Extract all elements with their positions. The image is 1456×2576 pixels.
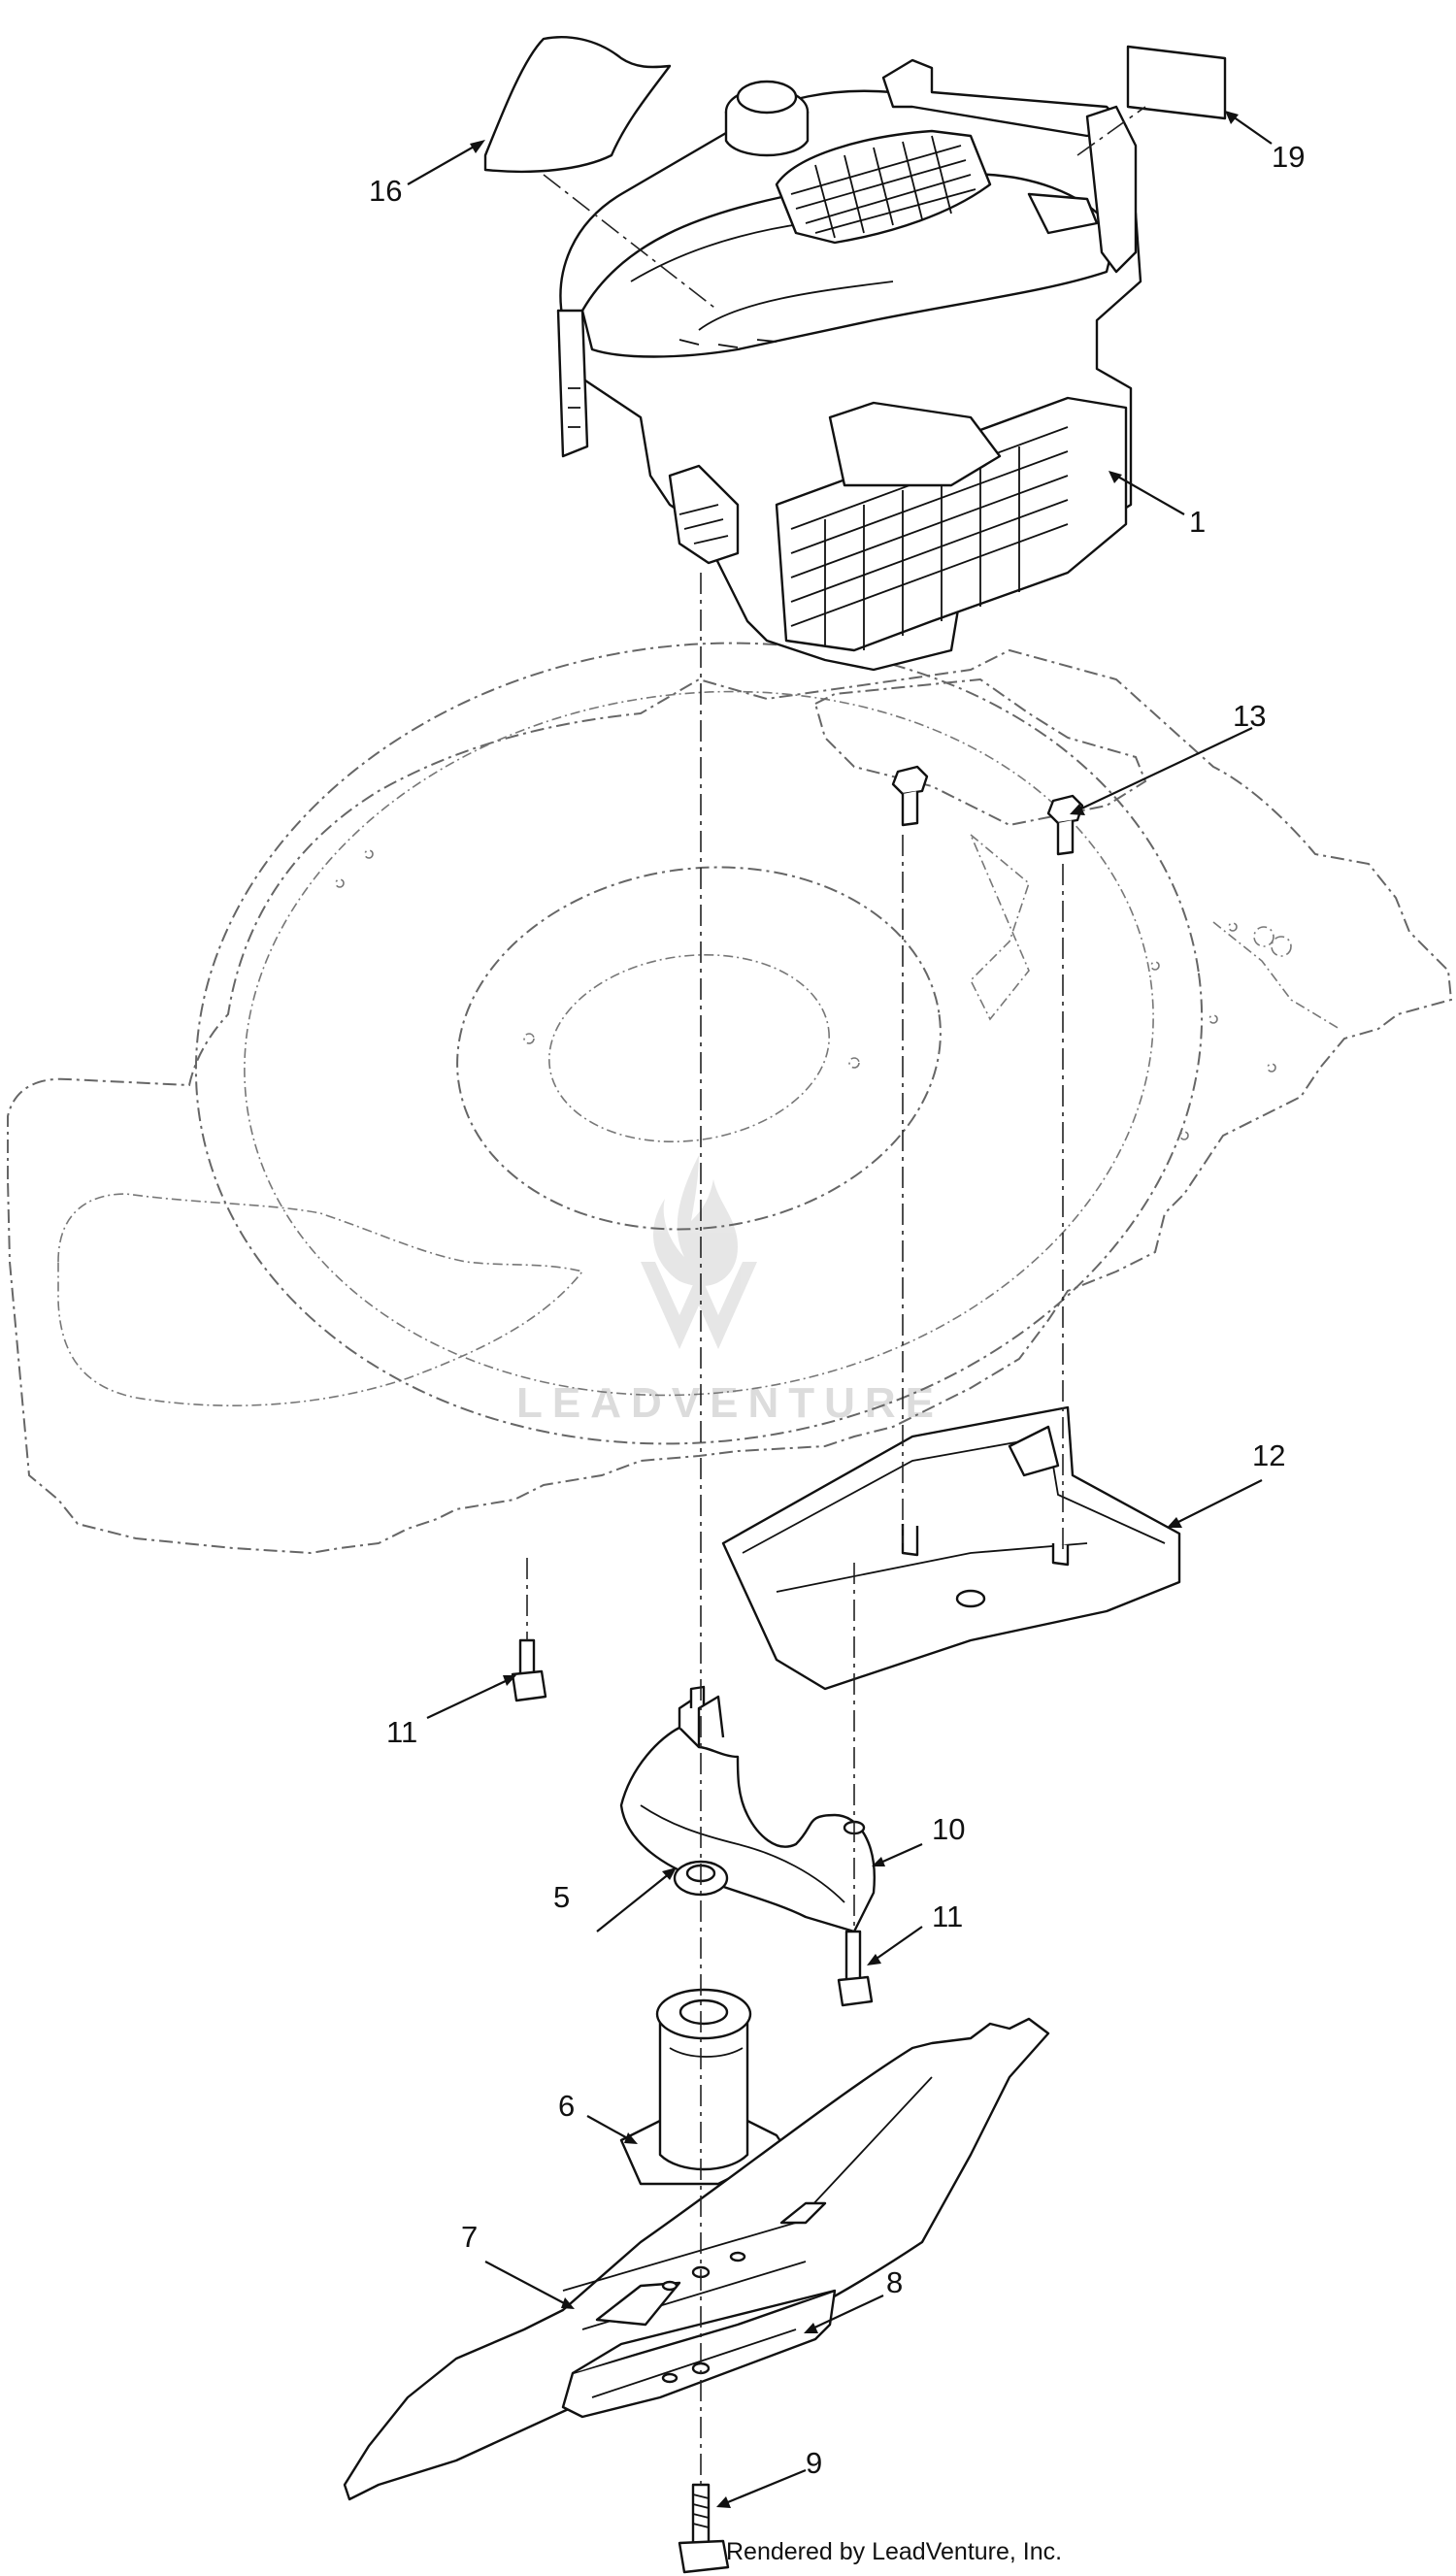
callout-11-right: 11 — [932, 1899, 963, 1933]
leadventure-watermark: LEADVENTURE — [516, 1155, 943, 1427]
callout-6: 6 — [558, 2089, 575, 2123]
callout-13: 13 — [1233, 699, 1266, 733]
leader-lines — [407, 111, 1273, 2508]
blade-retainer-8 — [561, 2289, 837, 2419]
callout-10: 10 — [932, 1812, 965, 1846]
callout-7: 7 — [461, 2220, 478, 2254]
callout-12: 12 — [1252, 1438, 1285, 1472]
callout-1: 1 — [1189, 505, 1206, 539]
blade-bolt-9 — [678, 2483, 730, 2574]
callout-19: 19 — [1272, 140, 1305, 174]
engine-assembly — [556, 58, 1142, 672]
bolt-11-left — [511, 1638, 547, 1702]
callout-11-left: 11 — [386, 1715, 417, 1749]
render-credit: Rendered by LeadVenture, Inc. — [726, 2538, 1062, 2565]
blade-adapter-6 — [619, 1988, 788, 2186]
callout-8: 8 — [886, 2265, 903, 2299]
callout-16: 16 — [369, 174, 402, 208]
mower-deck-outline — [7, 642, 1453, 1555]
bracket-10 — [619, 1685, 876, 1933]
decal-16 — [483, 36, 672, 174]
bolt-11-right — [837, 1930, 874, 2007]
bolts-13 — [891, 765, 1084, 856]
assembly-centerlines — [526, 106, 1146, 2485]
baffle-12 — [721, 1405, 1181, 1691]
callout-5: 5 — [553, 1880, 570, 1914]
callout-9: 9 — [806, 2446, 822, 2480]
callout-labels: 16 19 1 13 12 11 10 11 5 6 7 8 9 — [369, 140, 1305, 2480]
watermark-text: LEADVENTURE — [516, 1379, 943, 1427]
label-19 — [1126, 45, 1227, 120]
